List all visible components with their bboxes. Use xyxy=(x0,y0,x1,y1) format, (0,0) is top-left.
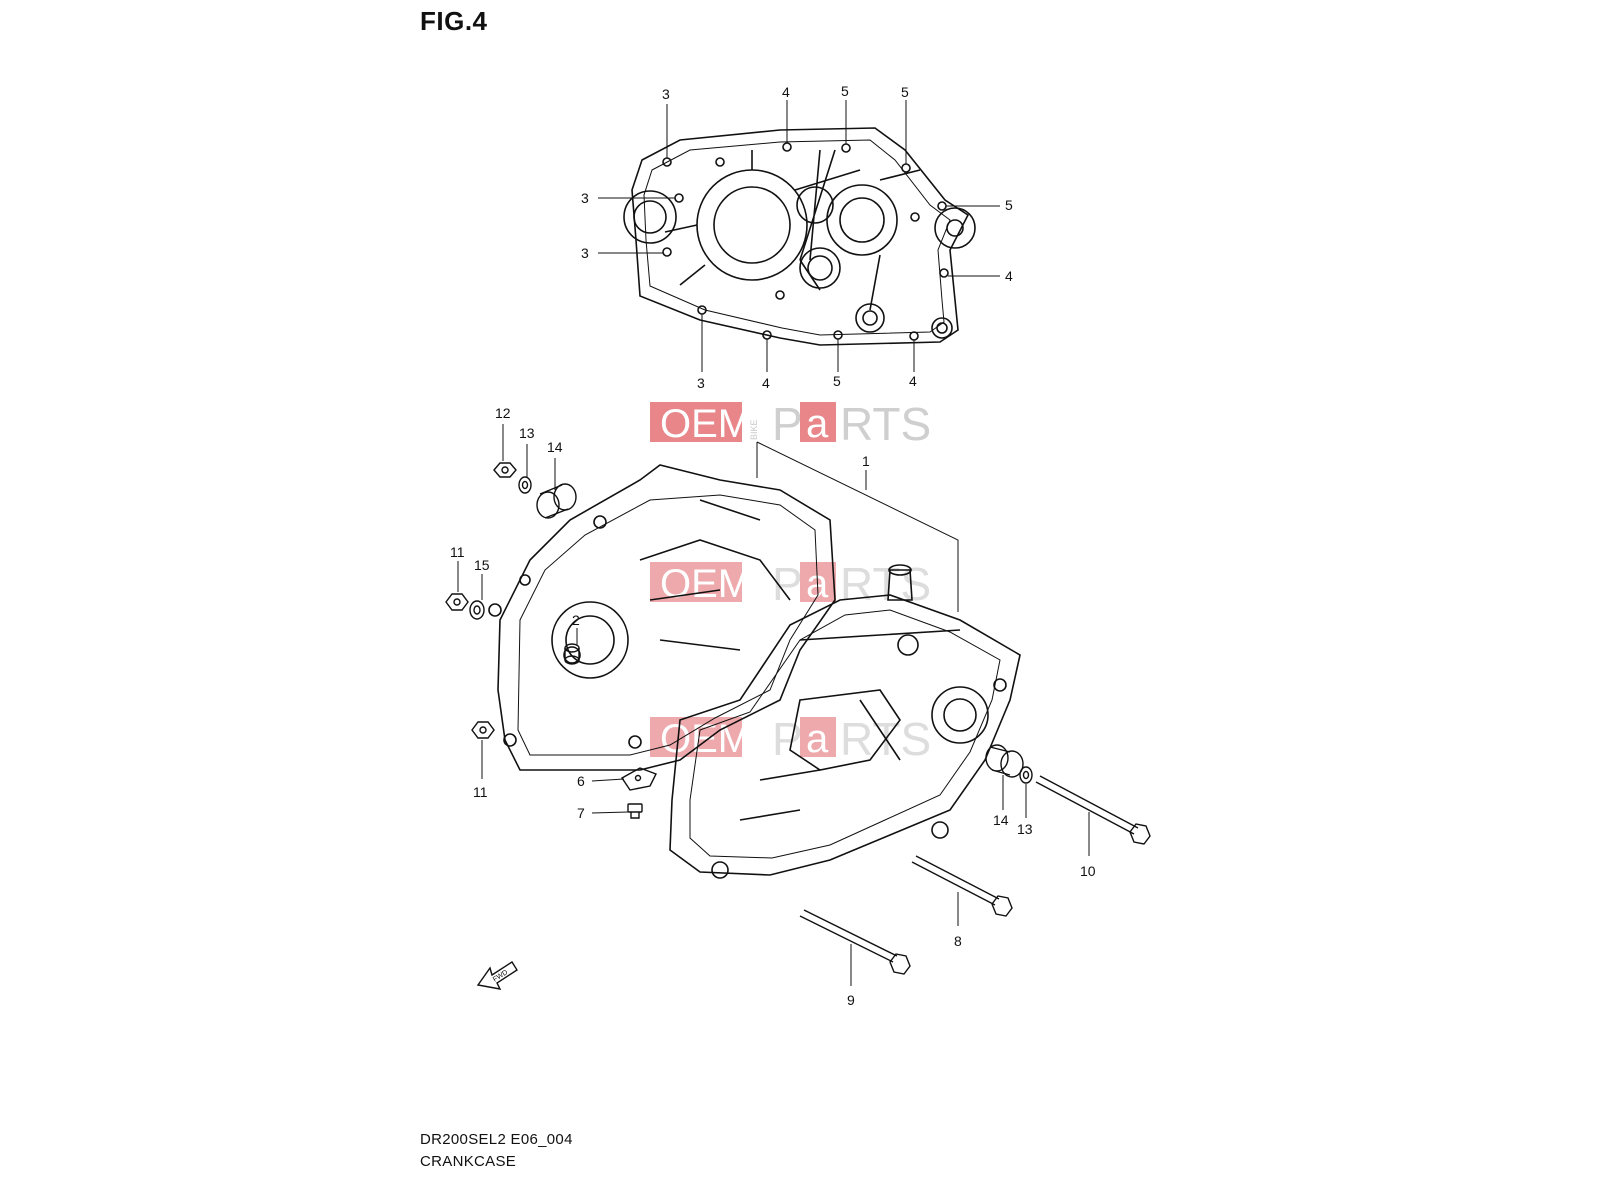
watermark-p-2: P xyxy=(772,558,803,610)
part-washer-13-top xyxy=(518,476,532,494)
callout-1: 1 xyxy=(862,453,870,469)
callout-2: 2 xyxy=(572,612,580,628)
watermark-rts-2: RTS xyxy=(840,558,931,610)
watermark-a: a xyxy=(806,402,829,446)
callout-6: 6 xyxy=(577,773,585,789)
fwd-arrow-icon: FWD xyxy=(476,961,518,990)
callout-7: 7 xyxy=(577,805,585,821)
callout-3: 3 xyxy=(697,375,705,391)
watermark-p: P xyxy=(772,398,803,450)
part-dowel-2 xyxy=(564,643,580,665)
callout-10: 10 xyxy=(1080,863,1096,879)
part-plate-6 xyxy=(620,767,657,791)
crankcase-right-half xyxy=(669,564,1021,879)
callout-5: 5 xyxy=(833,373,841,389)
part-washer-15 xyxy=(469,600,485,620)
callout-13: 13 xyxy=(1017,821,1033,837)
callout-4: 4 xyxy=(1005,268,1013,284)
watermark-lower: OEM P a RTS xyxy=(650,713,931,765)
callout-4: 4 xyxy=(762,375,770,391)
callout-12: 12 xyxy=(495,405,511,421)
watermark-top: OEM BIKE P a RTS xyxy=(650,398,931,450)
diagram-title: CRANKCASE xyxy=(420,1153,517,1170)
part-washer-13-right xyxy=(1019,766,1033,784)
main-leaders xyxy=(457,424,1090,986)
callout-15: 15 xyxy=(474,557,490,573)
watermark-oem: OEM xyxy=(660,402,751,446)
part-nut-11-bottom xyxy=(471,721,495,739)
crankcase-gasket xyxy=(623,127,976,346)
gasket-leaders xyxy=(598,100,1000,372)
diagram-code: DR200SEL2 E06_004 xyxy=(420,1131,573,1148)
part-bolt-8 xyxy=(911,855,1013,917)
callout-11: 11 xyxy=(473,784,488,800)
part-bushing-14-right xyxy=(985,744,1024,778)
callout-5: 5 xyxy=(841,83,849,99)
part-screw-7 xyxy=(627,803,643,819)
part-nut-12 xyxy=(493,462,517,478)
callout-4: 4 xyxy=(782,84,790,100)
callout-13: 13 xyxy=(519,425,535,441)
watermark-a-3: a xyxy=(806,717,829,761)
callout-11: 11 xyxy=(450,544,465,560)
watermark-rts: RTS xyxy=(840,398,931,450)
callout-5: 5 xyxy=(1005,197,1013,213)
gasket-callouts: 3 4 5 5 3 5 3 4 3 4 5 4 xyxy=(581,83,1013,391)
watermark-oem-2: OEM xyxy=(660,562,751,606)
callout-3: 3 xyxy=(581,190,589,206)
part-bolt-9 xyxy=(799,909,911,975)
watermark-bike: BIKE xyxy=(749,419,759,440)
part-bushing-14-top xyxy=(536,483,577,519)
part-nut-11-left xyxy=(445,593,469,611)
watermark-middle: OEM P a RTS xyxy=(650,558,931,610)
part-bolt-10 xyxy=(1035,775,1151,845)
callout-4: 4 xyxy=(909,373,917,389)
part-1-bracket xyxy=(756,441,959,612)
main-callouts: 1 2 6 7 8 9 10 11 11 12 13 13 14 14 15 xyxy=(450,405,1096,1008)
callout-9: 9 xyxy=(847,992,855,1008)
callout-3: 3 xyxy=(662,86,670,102)
figure-label: FIG.4 xyxy=(420,6,488,36)
callout-5: 5 xyxy=(901,84,909,100)
watermark-oem-3: OEM xyxy=(660,717,751,761)
callout-14: 14 xyxy=(993,812,1009,828)
watermark-p-3: P xyxy=(772,713,803,765)
callout-14: 14 xyxy=(547,439,563,455)
callout-8: 8 xyxy=(954,933,962,949)
callout-3: 3 xyxy=(581,245,589,261)
